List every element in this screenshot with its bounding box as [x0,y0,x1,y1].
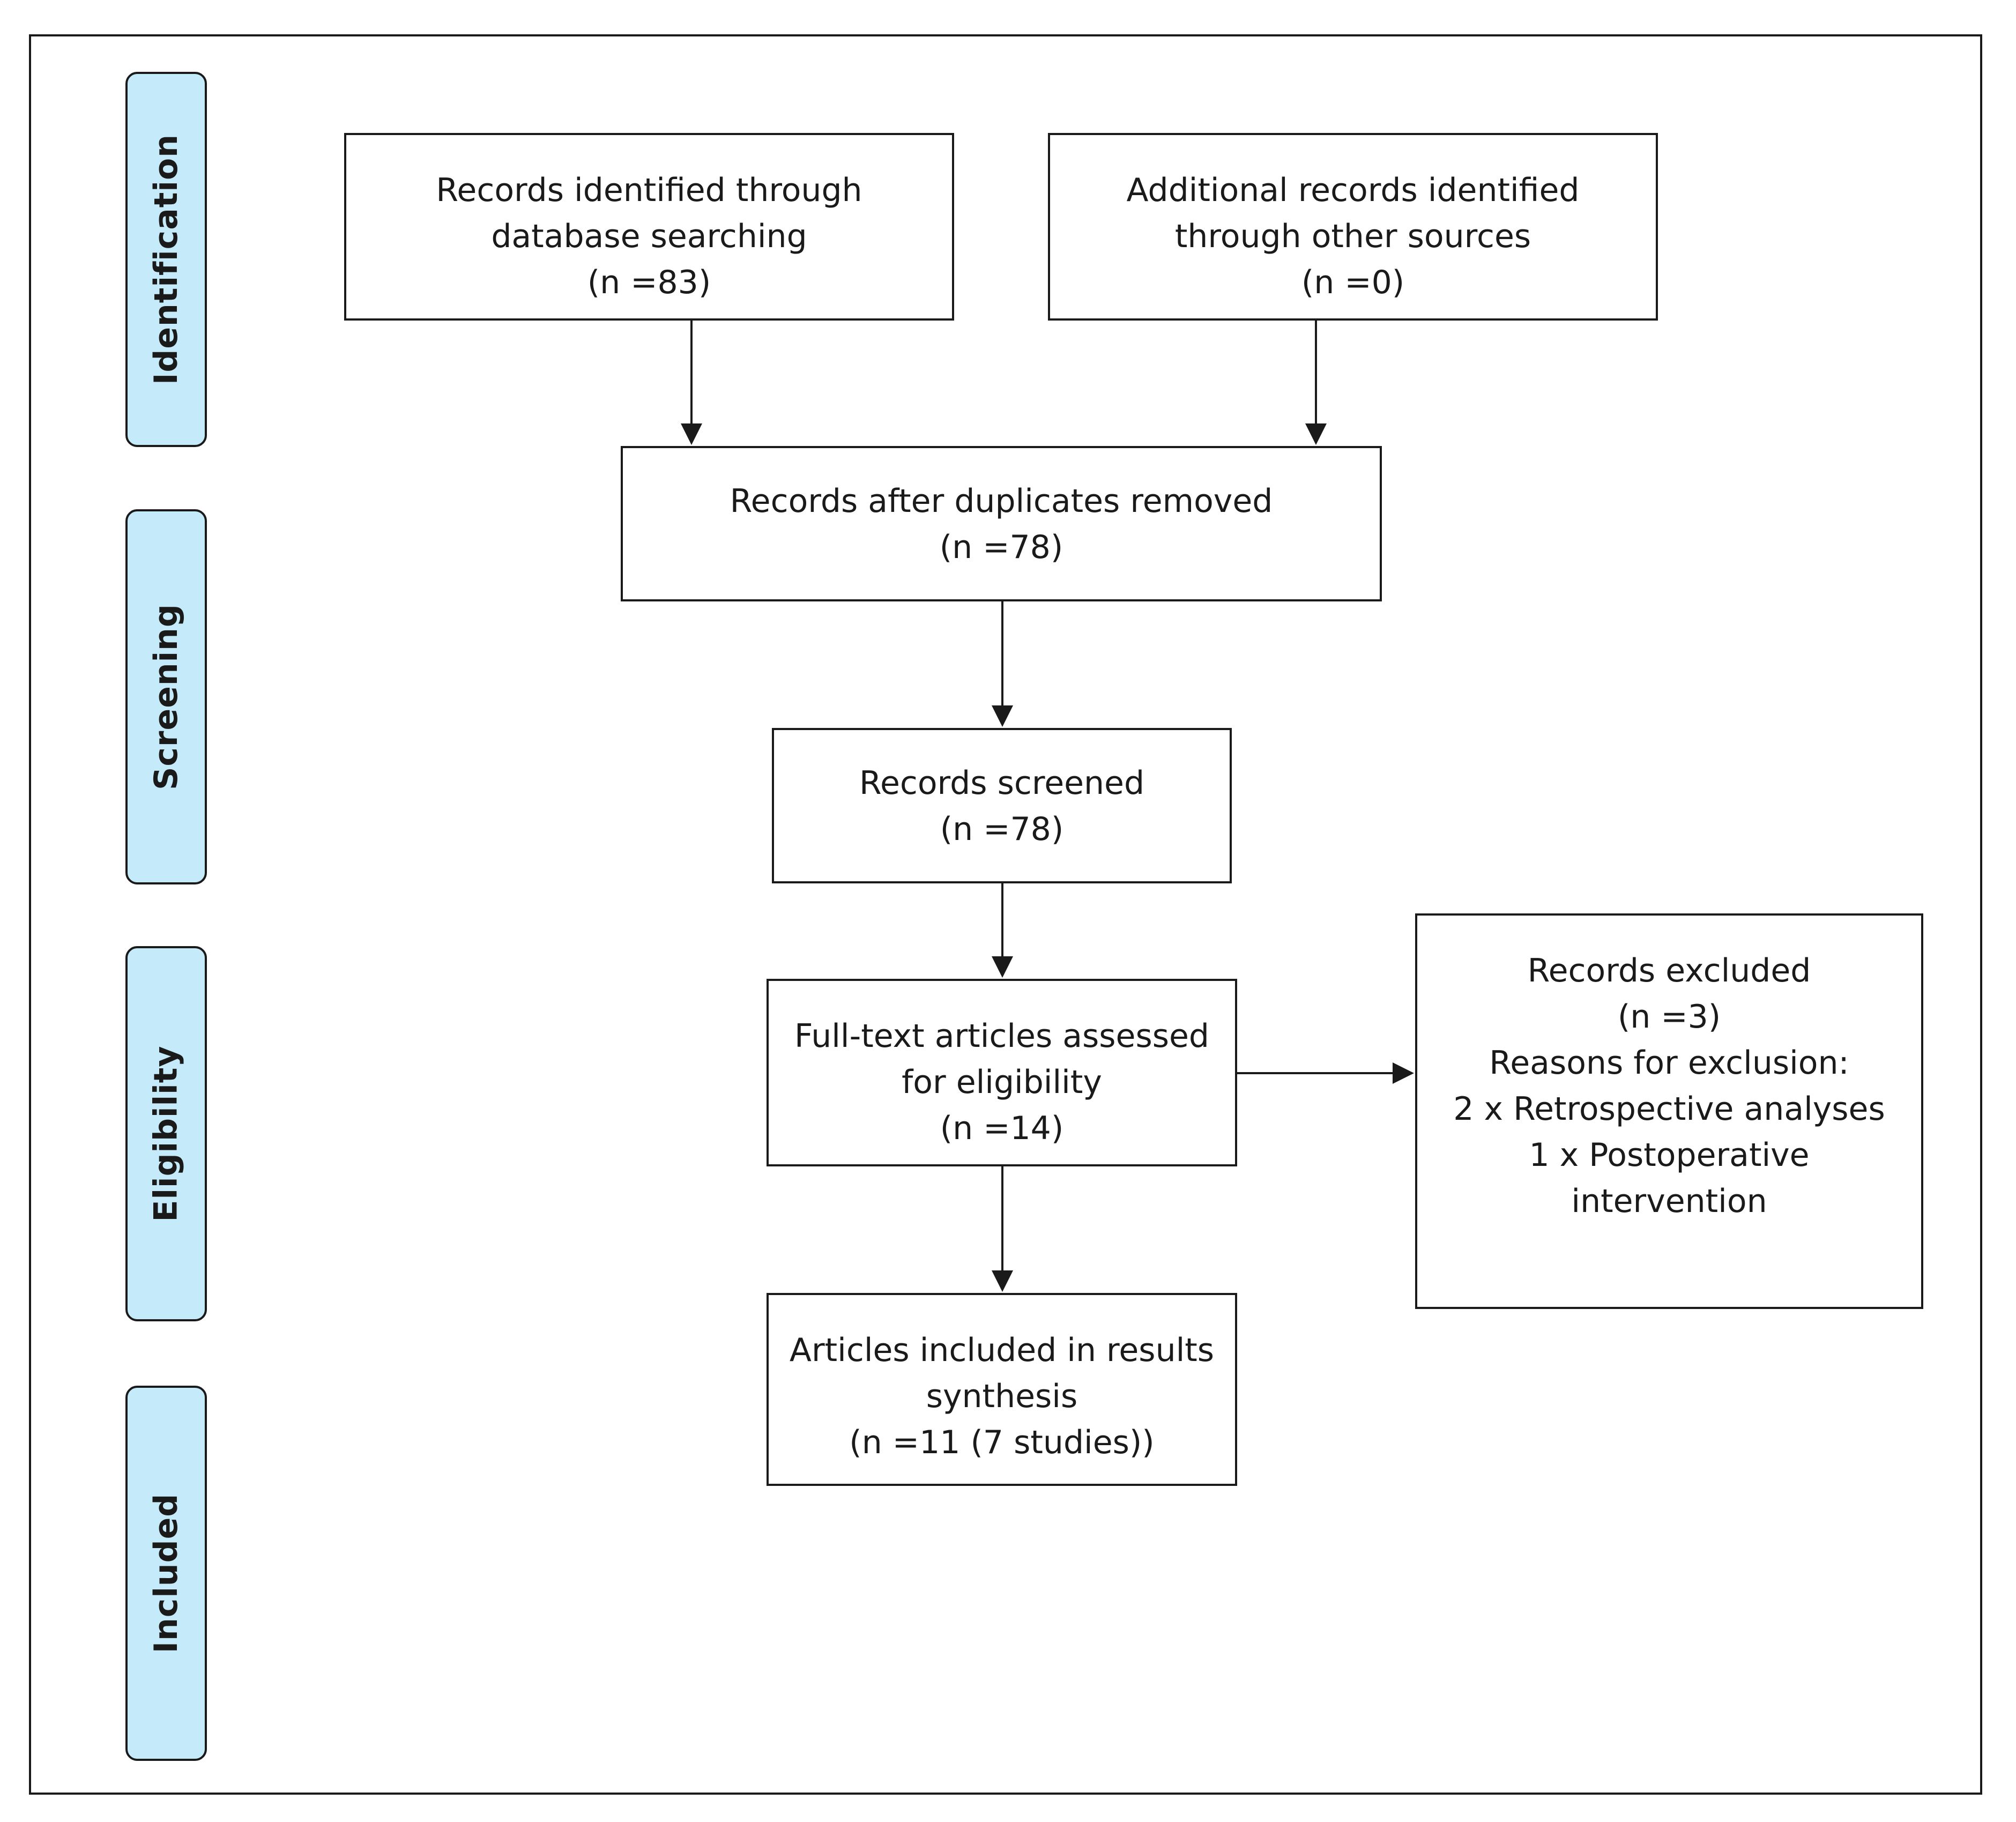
box-line: Articles included in results [789,1332,1215,1369]
stage-included: Included [125,1386,207,1761]
box-articles-included: Articles included in results synthesis (… [767,1293,1237,1486]
stage-screening: Screening [125,509,207,884]
box-line: (n =11 (7 studies)) [849,1424,1155,1461]
box-line: through other sources [1174,218,1531,255]
box-line: Records excluded [1527,952,1811,990]
box-line: 1 x Postoperative [1529,1136,1810,1174]
box-line: synthesis [926,1378,1078,1415]
box-line: Reasons for exclusion: [1489,1044,1849,1082]
box-line: (n =83) [587,264,711,301]
box-line: (n =3) [1617,998,1721,1036]
box-full-text-assessed: Full-text articles assessed for eligibil… [767,979,1237,1166]
box-line: (n =0) [1301,264,1405,301]
box-line: (n =78) [940,810,1064,848]
box-line: for eligibility [902,1064,1102,1101]
box-line: database searching [491,218,807,255]
box-records-excluded: Records excluded (n =3) Reasons for excl… [1415,913,1923,1309]
stage-eligibility: Eligibility [125,946,207,1321]
box-records-screened: Records screened (n =78) [772,728,1232,883]
box-line: Records after duplicates removed [730,482,1273,520]
diagram-frame [29,34,1982,1795]
box-database-records: Records identified through database sear… [344,133,954,321]
box-line: 2 x Retrospective analyses [1453,1090,1885,1128]
box-duplicates-removed: Records after duplicates removed (n =78) [621,446,1382,601]
box-line: intervention [1571,1183,1767,1220]
box-line: Records identified through [436,172,862,209]
stage-identification: Identification [125,72,207,447]
box-other-sources: Additional records identified through ot… [1048,133,1658,321]
box-line: Full-text articles assessed [794,1017,1209,1055]
box-line: (n =78) [939,529,1063,566]
box-line: Additional records identified [1126,172,1580,209]
box-line: (n =14) [940,1110,1064,1147]
box-line: Records screened [859,764,1145,802]
